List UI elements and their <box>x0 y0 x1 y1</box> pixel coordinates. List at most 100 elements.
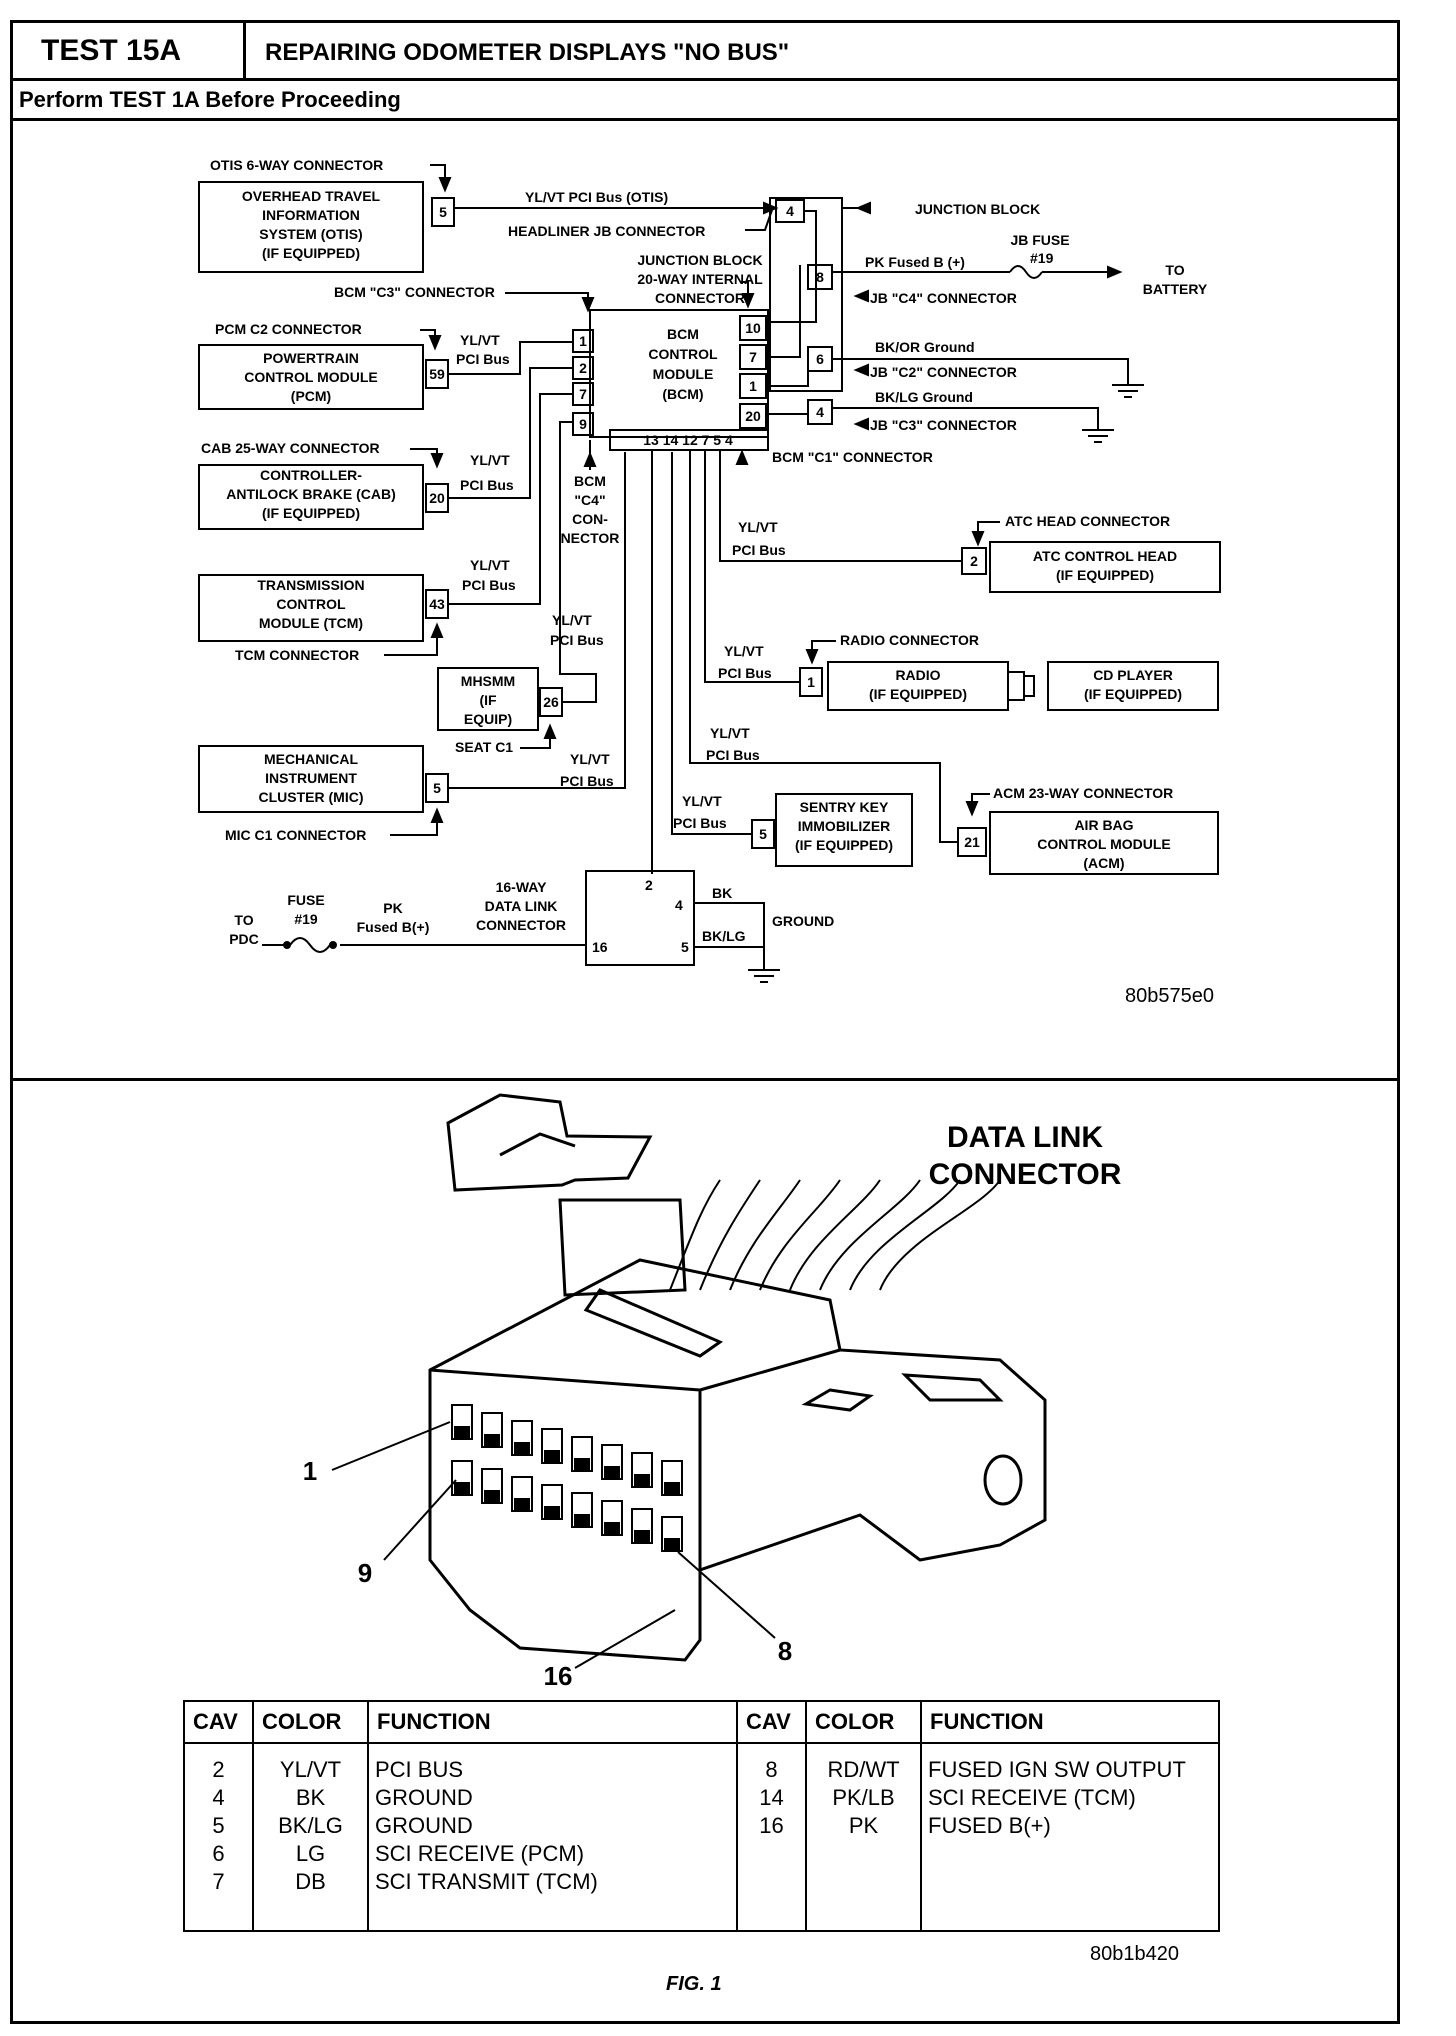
pin-cavity <box>541 1484 563 1520</box>
pin-cavity <box>451 1460 473 1496</box>
headliner-label: HEADLINER JB CONNECTOR <box>508 223 705 239</box>
dlc-pin-4: 4 <box>675 897 683 913</box>
atc-module-label: ATC CONTROL HEAD <box>1033 548 1177 564</box>
acm-connector-label: ACM 23-WAY CONNECTOR <box>993 785 1173 801</box>
acm-module <box>989 811 1219 875</box>
dlc-label: CONNECTOR <box>476 917 566 933</box>
callout-16: 16 <box>544 1661 573 1691</box>
pci-wire <box>448 452 626 789</box>
jb-internal-wire <box>770 210 817 323</box>
pin-terminal <box>484 1434 500 1446</box>
atc-module <box>989 541 1221 593</box>
pcm-module-label: POWERTRAIN <box>263 350 359 366</box>
arrow-icon <box>581 297 595 313</box>
otis-module-label: OVERHEAD TRAVEL <box>242 188 381 204</box>
yl-vt-label: YL/VT <box>710 725 750 741</box>
wire-lead <box>669 1179 721 1291</box>
arrow-icon <box>543 723 557 739</box>
to-battery-label: TO <box>1165 262 1184 278</box>
arrow-icon <box>741 293 755 309</box>
bcm-c3-pin-2-label: 2 <box>579 360 587 376</box>
pk-label: PK <box>383 900 402 916</box>
bcm-c4-pin-9 <box>572 412 594 436</box>
dlc-label: DATA LINK <box>485 898 558 914</box>
pci-wire <box>448 367 573 499</box>
pin-cavity <box>661 1516 683 1552</box>
yl-vt-label: YL/VT <box>460 332 500 348</box>
pin-terminal <box>484 1490 500 1502</box>
bcm-c1-pin-label: 13 14 12 7 5 4 <box>643 432 733 448</box>
arrow-icon <box>853 363 869 377</box>
table-header-row: CAV COLOR FUNCTION CAV COLOR FUNCTION <box>183 1700 1220 1744</box>
pcm-module-label: CONTROL MODULE <box>244 369 378 385</box>
bcm-pin-10-label: 10 <box>745 320 761 336</box>
mic-module-label: MECHANICAL <box>264 751 359 767</box>
test-title: REPAIRING ODOMETER DISPLAYS "NO BUS" <box>265 39 790 66</box>
bcm-module-label: CONTROL <box>648 346 718 362</box>
mhsmm-module-label: (IF <box>479 692 497 708</box>
bcm-c4-pin-9-label: 9 <box>579 416 587 432</box>
bk-wire <box>694 902 765 960</box>
dlc-pin-2: 2 <box>645 877 653 893</box>
pci-wire <box>448 341 573 375</box>
wire-lead <box>819 1179 921 1291</box>
pin-cavity <box>631 1452 653 1488</box>
yl-vt-label: YL/VT <box>570 751 610 767</box>
jb-fuse-label: JB FUSE <box>1010 232 1069 248</box>
bcm-c4-label: "C4" <box>574 492 605 508</box>
pcm-pin-label: 59 <box>429 366 445 382</box>
bcm-module-label: MODULE <box>653 366 714 382</box>
figure-caption: FIG. 1 <box>666 1973 722 1995</box>
yl-vt-label: YL/VT <box>682 793 722 809</box>
acm-pin-label: 21 <box>964 834 980 850</box>
dlc-label: 16-WAY <box>496 879 548 895</box>
pci-wire <box>671 452 752 835</box>
bcm-c4-label: BCM <box>574 473 606 489</box>
pin-terminal <box>604 1522 620 1534</box>
mount-hole <box>983 1454 1023 1506</box>
ski-pin-label: 5 <box>759 826 767 842</box>
dlc-box <box>585 870 695 966</box>
pci-bus-label: PCI Bus <box>460 477 514 493</box>
bracket <box>446 1093 653 1192</box>
bcm-c3-label: BCM "C3" CONNECTOR <box>334 284 495 300</box>
jb-pin-6-label: 6 <box>816 351 824 367</box>
mount-ear <box>901 1373 1004 1402</box>
ski-module-label: IMMOBILIZER <box>798 818 891 834</box>
arrow-icon <box>853 289 869 303</box>
tcm-module <box>198 574 424 642</box>
jb-c3-label: JB "C3" CONNECTOR <box>870 417 1017 433</box>
jb-pin-4b-label: 4 <box>816 404 824 420</box>
latch <box>801 1388 874 1412</box>
bk-lg-ground-wire <box>832 407 1099 420</box>
wire-lead <box>729 1179 801 1291</box>
pci-wire <box>689 450 958 843</box>
bcm-module-label: (BCM) <box>662 386 703 402</box>
pci-bus-label: PCI Bus <box>673 815 727 831</box>
bcm-pin-1-label: 1 <box>749 378 757 394</box>
bcm-pin-20-label: 20 <box>745 408 761 424</box>
callout-8: 8 <box>778 1636 792 1666</box>
col-header: CAV <box>183 1700 254 1744</box>
radio-module-label: RADIO <box>895 667 940 683</box>
arrow-icon <box>1107 265 1123 279</box>
cd-player-label: CD PLAYER <box>1093 667 1173 683</box>
mhsmm-module-label: MHSMM <box>461 673 515 689</box>
pci-wire <box>559 421 597 703</box>
col-header: CAV <box>736 1700 807 1744</box>
radio-module-label: (IF EQUIPPED) <box>869 686 967 702</box>
pcm-module <box>198 344 424 410</box>
connector-body <box>428 1258 1047 1662</box>
otis-module <box>198 181 424 273</box>
pin-terminal <box>544 1506 560 1518</box>
pci-bus-label: PCI Bus <box>718 665 772 681</box>
latch <box>583 1288 724 1358</box>
fuse-label: FUSE <box>287 892 324 908</box>
atc-module-label: (IF EQUIPPED) <box>1056 567 1154 583</box>
col-header: FUNCTION <box>367 1700 738 1744</box>
pin-cavity <box>571 1436 593 1472</box>
